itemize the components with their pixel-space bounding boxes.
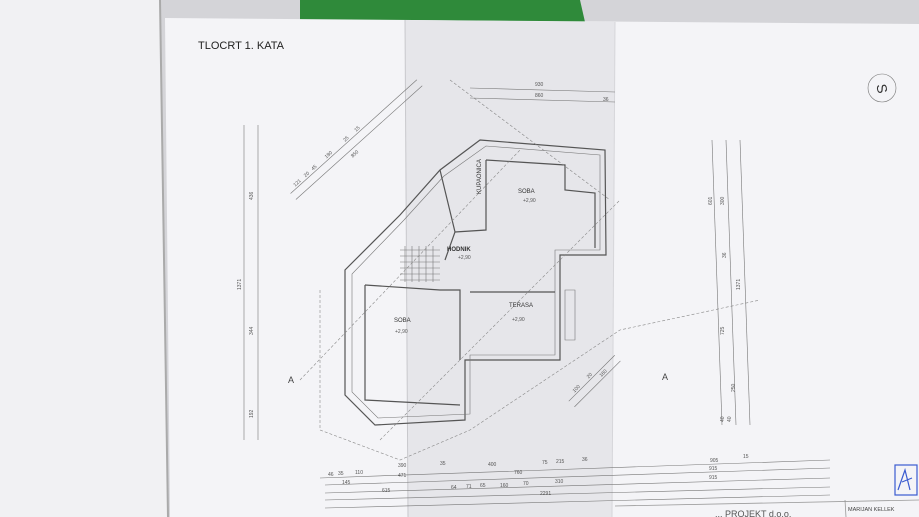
top-dimensions: 930 860 36 <box>469 82 616 103</box>
terrace-dimensions: 100 20 160 <box>568 355 621 408</box>
dimension-label: 45 <box>310 164 318 172</box>
dimension-label: 160 <box>500 483 509 489</box>
room-label-terasa: TERASA <box>509 303 533 309</box>
dimension-label: 35 <box>440 461 446 467</box>
sheet-fold-shade <box>405 20 615 517</box>
dimension-label: 471 <box>398 473 407 479</box>
room-label-soba: SOBA <box>394 318 411 324</box>
dimension-label: 46 <box>328 472 334 478</box>
dimension-label: 70 <box>523 481 529 487</box>
dimension-label: 192 <box>249 409 255 418</box>
room-level: +2,90 <box>512 317 525 323</box>
dimension-label: 615 <box>382 488 391 494</box>
dimension-label: 930 <box>535 82 544 88</box>
dimension-label: 300 <box>720 196 726 205</box>
dimension-label: 71 <box>466 484 472 490</box>
dimension-label: 310 <box>555 479 564 485</box>
dimension-label: 400 <box>488 462 497 468</box>
room-label-hodnik: HODNIK <box>447 247 471 253</box>
dimension-label: 905 <box>710 458 719 464</box>
dimension-label: 860 <box>535 93 544 99</box>
dimension-label: MARIJAN KELLEK <box>848 507 895 513</box>
dimension-label: 725 <box>720 326 726 335</box>
dimension-label: 36 <box>582 457 588 463</box>
dimension-label: 40 <box>727 416 733 422</box>
signature-stamp <box>894 464 918 496</box>
binder-left-page <box>0 0 168 517</box>
diagonal-dimensions: 121 20 45 180 25 15 850 <box>290 79 423 200</box>
dimension-label: 36 <box>603 97 609 103</box>
dimension-label: 36 <box>722 252 728 258</box>
dimension-label: 145 <box>342 480 351 486</box>
dimension-label: 436 <box>249 191 255 200</box>
page-edge <box>159 0 169 517</box>
bottom-dimensions: 46 35 110 390 35 400 75 215 36 905 15 14… <box>319 454 831 509</box>
dimension-label: 760 <box>514 470 523 476</box>
north-circle <box>867 73 897 103</box>
dimension-label: ... PROJEKT d.o.o. <box>715 509 791 517</box>
room-level: +2,90 <box>395 329 408 335</box>
north-mark: S <box>873 83 890 95</box>
section-mark: A <box>288 375 294 385</box>
dimension-label: 65 <box>480 483 486 489</box>
dimension-label: 1371 <box>237 279 243 290</box>
room-label-kupaonica: KUPAONICA <box>477 159 483 194</box>
dimension-label: 1371 <box>736 279 742 290</box>
dimension-label: 915 <box>709 466 718 472</box>
room-level: +2,90 <box>458 255 471 261</box>
sheet-title: TLOCRT 1. KATA <box>198 40 285 52</box>
left-dimensions: 436 1371 344 192 <box>237 125 259 440</box>
dimension-label: 121 <box>292 178 302 188</box>
dimension-label: 215 <box>556 459 565 465</box>
right-dimensions: 601 300 36 1371 725 250 40 40 <box>708 139 751 426</box>
dimension-label: 20 <box>586 372 594 380</box>
title-block: ... PROJEKT d.o.o. MARIJAN KELLEK <box>614 464 919 517</box>
dimension-label: 64 <box>451 485 457 491</box>
dimension-label: 180 <box>324 150 334 160</box>
dimension-label: 915 <box>709 475 718 481</box>
dimension-label: 15 <box>743 454 749 460</box>
fold-line <box>404 19 409 517</box>
fold-line <box>611 21 616 517</box>
room-level: +2,90 <box>523 198 536 204</box>
dimension-label: 850 <box>350 149 360 159</box>
dimension-label: 40 <box>720 416 726 422</box>
dimension-label: 160 <box>598 368 608 378</box>
dimension-label: 15 <box>353 125 361 133</box>
dimension-label: 25 <box>342 135 350 143</box>
dimension-label: 250 <box>731 383 737 392</box>
dimension-label: 75 <box>542 460 548 466</box>
dimension-label: 601 <box>708 196 714 205</box>
dimension-label: 390 <box>398 463 407 469</box>
dimension-label: 2291 <box>540 491 551 497</box>
dimension-label: 100 <box>572 384 582 394</box>
dimension-label: 35 <box>338 471 344 477</box>
dimension-label: 110 <box>355 470 363 476</box>
dimension-label: 20 <box>303 170 311 178</box>
plan-walls <box>299 79 761 461</box>
room-label-soba: SOBA <box>518 189 535 195</box>
section-mark: A <box>662 372 668 382</box>
dimension-label: 344 <box>249 326 255 335</box>
green-folder <box>300 0 585 22</box>
